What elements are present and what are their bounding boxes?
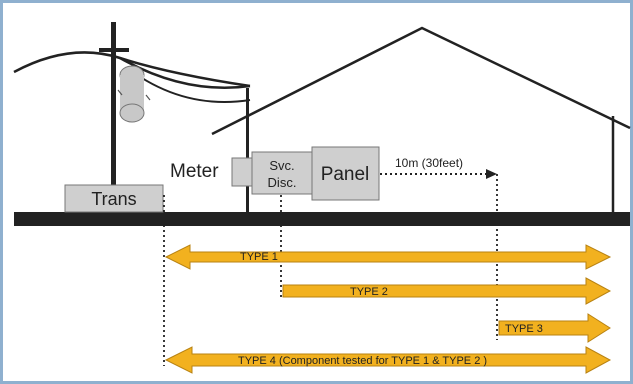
type4-label: TYPE 4 (Component tested for TYPE 1 & TY…	[238, 355, 487, 367]
service-disconnect-line1: Svc.	[269, 158, 294, 173]
type1-arrow	[164, 244, 612, 270]
type1-label: TYPE 1	[240, 251, 278, 263]
service-mast	[246, 88, 249, 212]
meter-label: Meter	[170, 161, 219, 182]
power-line-2	[119, 56, 251, 89]
panel-label: Panel	[321, 164, 370, 185]
pole-transformer-bottom	[119, 103, 145, 123]
ground-line	[14, 212, 630, 226]
panel-box	[311, 146, 380, 201]
type3-arrow	[498, 313, 611, 343]
house-roof	[211, 26, 631, 136]
transformer-box	[64, 184, 164, 213]
type3-label: TYPE 3	[505, 323, 543, 335]
transformer-label: Trans	[91, 189, 136, 209]
pole-transformer-lead	[117, 89, 151, 101]
utility-pole	[111, 22, 116, 212]
meter-box	[231, 157, 253, 187]
type2-arrow	[282, 277, 612, 305]
service-disconnect-line2: Disc.	[268, 175, 297, 190]
distance-arrowhead	[486, 169, 497, 179]
type4-arrow	[164, 346, 612, 374]
distance-label: 10m (30feet)	[395, 156, 463, 170]
type2-label: TYPE 2	[350, 286, 388, 298]
pole-crossarm	[99, 48, 129, 52]
